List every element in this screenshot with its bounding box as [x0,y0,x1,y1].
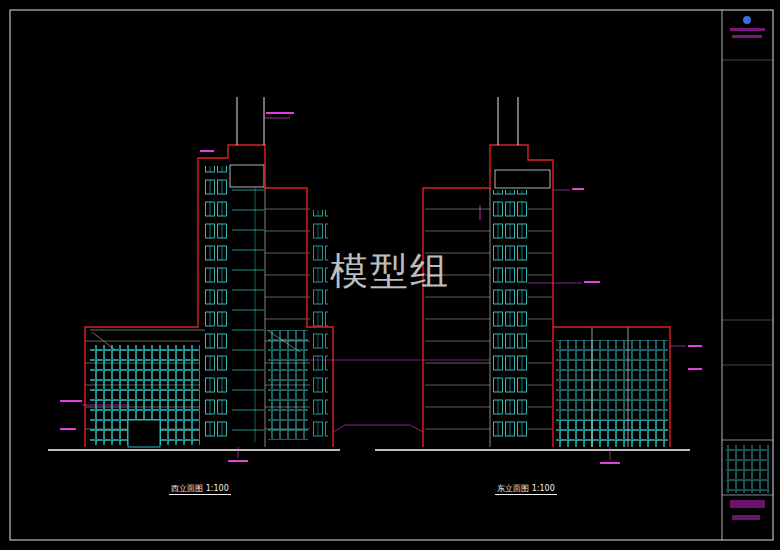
watermark: 模型组 [330,251,450,293]
drawing-title: 西立面图 1:100 [169,485,231,496]
drawing-title: 东立面图 1:100 [495,485,557,496]
